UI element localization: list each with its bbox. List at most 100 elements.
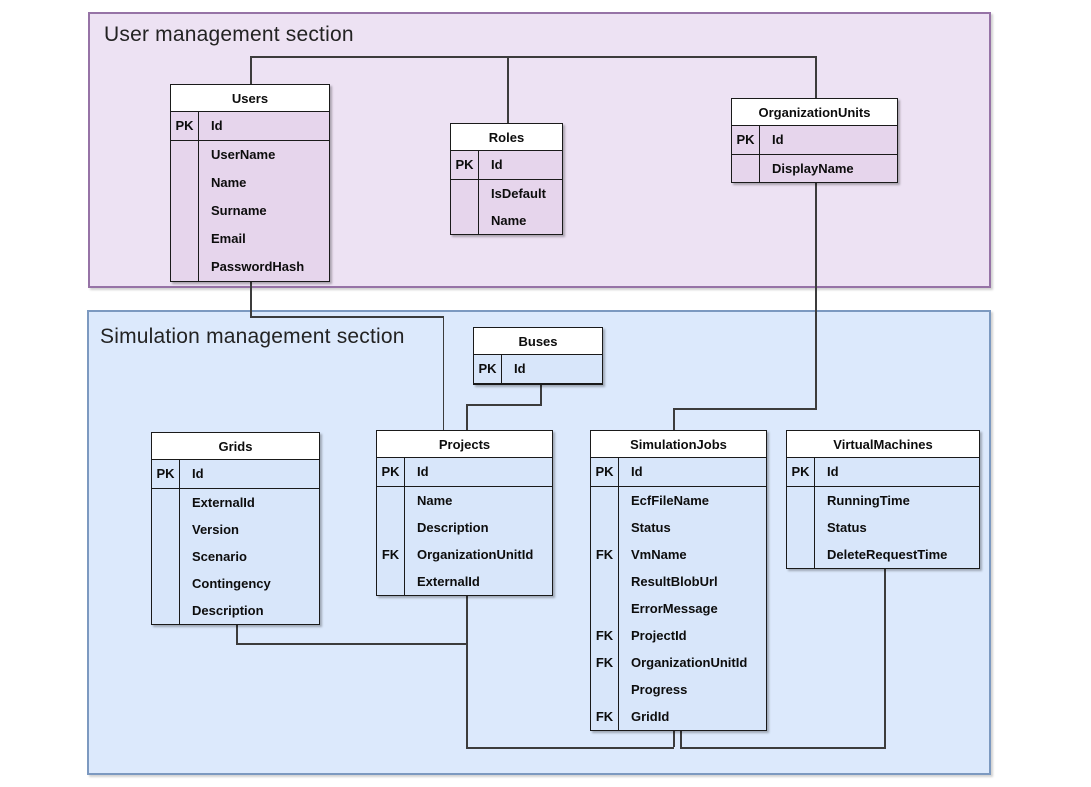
connector-segment: [680, 747, 886, 749]
field-name: EcfFileName: [631, 493, 710, 508]
fk-badge: FK: [591, 622, 619, 649]
connector-segment: [540, 383, 542, 405]
field-name: OrganizationUnitId: [631, 655, 748, 670]
connector-segment: [815, 56, 817, 98]
connector-segment: [673, 729, 675, 747]
key-cell: [152, 570, 180, 597]
table-field-row: Surname: [171, 197, 329, 225]
table-field-row: IsDefault: [451, 180, 562, 207]
key-cell: [591, 487, 619, 514]
field-name: IsDefault: [491, 186, 546, 201]
primary-key-row: PK Id: [787, 458, 979, 487]
key-cell: [591, 676, 619, 703]
table-field-row: EcfFileName: [591, 487, 766, 514]
field-name: ProjectId: [631, 628, 687, 643]
key-cell: [591, 514, 619, 541]
field-name: Id: [827, 464, 839, 479]
connector-segment: [466, 404, 468, 430]
pk-badge: PK: [474, 355, 502, 383]
field-name: UserName: [211, 147, 276, 162]
table-field-row: DeleteRequestTime: [787, 541, 979, 568]
key-cell: [787, 514, 815, 541]
field-name: Description: [417, 520, 489, 535]
pk-badge: PK: [152, 460, 180, 488]
connector-segment: [236, 623, 238, 643]
connector-segment: [466, 747, 674, 749]
table-field-row: Status: [591, 514, 766, 541]
field-name: Id: [491, 157, 503, 172]
field-name: Status: [827, 520, 867, 535]
field-name: VmName: [631, 547, 687, 562]
table-field-row: Description: [152, 597, 319, 624]
key-cell: [732, 155, 760, 182]
table-title: SimulationJobs: [591, 431, 766, 458]
key-cell: [152, 516, 180, 543]
primary-key-row: PK Id: [474, 355, 602, 384]
field-name: Name: [491, 213, 527, 228]
key-cell: [451, 180, 479, 207]
table-field-row: RunningTime: [787, 487, 979, 514]
field-name: GridId: [631, 709, 670, 724]
table-field-row: Description: [377, 514, 552, 541]
pk-badge: PK: [787, 458, 815, 486]
user-section-title: User management section: [104, 23, 354, 46]
connector-segment: [250, 316, 444, 318]
table-title: Users: [171, 85, 329, 112]
table-title: Projects: [377, 431, 552, 458]
table-field-row: ExternalId: [377, 568, 552, 595]
key-cell: [377, 487, 405, 514]
field-name: Id: [514, 361, 526, 376]
table-field-row: FK ProjectId: [591, 622, 766, 649]
field-name: Id: [211, 118, 223, 133]
field-name: Version: [192, 522, 239, 537]
connector-segment: [680, 729, 682, 747]
key-cell: [152, 489, 180, 516]
table-field-row: Version: [152, 516, 319, 543]
table-field-row: Contingency: [152, 570, 319, 597]
field-name: Id: [417, 464, 429, 479]
simulation-section-title: Simulation management section: [100, 325, 405, 348]
field-name: ExternalId: [417, 574, 480, 589]
table-fields: DisplayName: [732, 155, 897, 182]
field-name: ExternalId: [192, 495, 255, 510]
field-name: Email: [211, 231, 246, 246]
field-name: Id: [631, 464, 643, 479]
key-cell: [787, 541, 815, 568]
field-name: ErrorMessage: [631, 601, 718, 616]
field-name: DisplayName: [772, 161, 854, 176]
key-cell: [171, 253, 199, 281]
key-cell: [591, 595, 619, 622]
field-name: Status: [631, 520, 671, 535]
field-name: RunningTime: [827, 493, 910, 508]
key-cell: [152, 543, 180, 570]
connector-segment: [250, 56, 252, 84]
field-name: Id: [772, 132, 784, 147]
connector-segment: [815, 181, 817, 408]
connector-segment: [250, 279, 252, 316]
field-name: Id: [192, 466, 204, 481]
key-cell: [171, 197, 199, 225]
table-field-row: Progress: [591, 676, 766, 703]
key-cell: [171, 225, 199, 253]
key-cell: [152, 597, 180, 624]
connector-segment: [507, 56, 509, 123]
key-cell: [171, 141, 199, 169]
table-title: VirtualMachines: [787, 431, 979, 458]
field-name: Name: [417, 493, 453, 508]
field-name: Name: [211, 175, 247, 190]
field-name: DeleteRequestTime: [827, 547, 948, 562]
field-name: Contingency: [192, 576, 271, 591]
